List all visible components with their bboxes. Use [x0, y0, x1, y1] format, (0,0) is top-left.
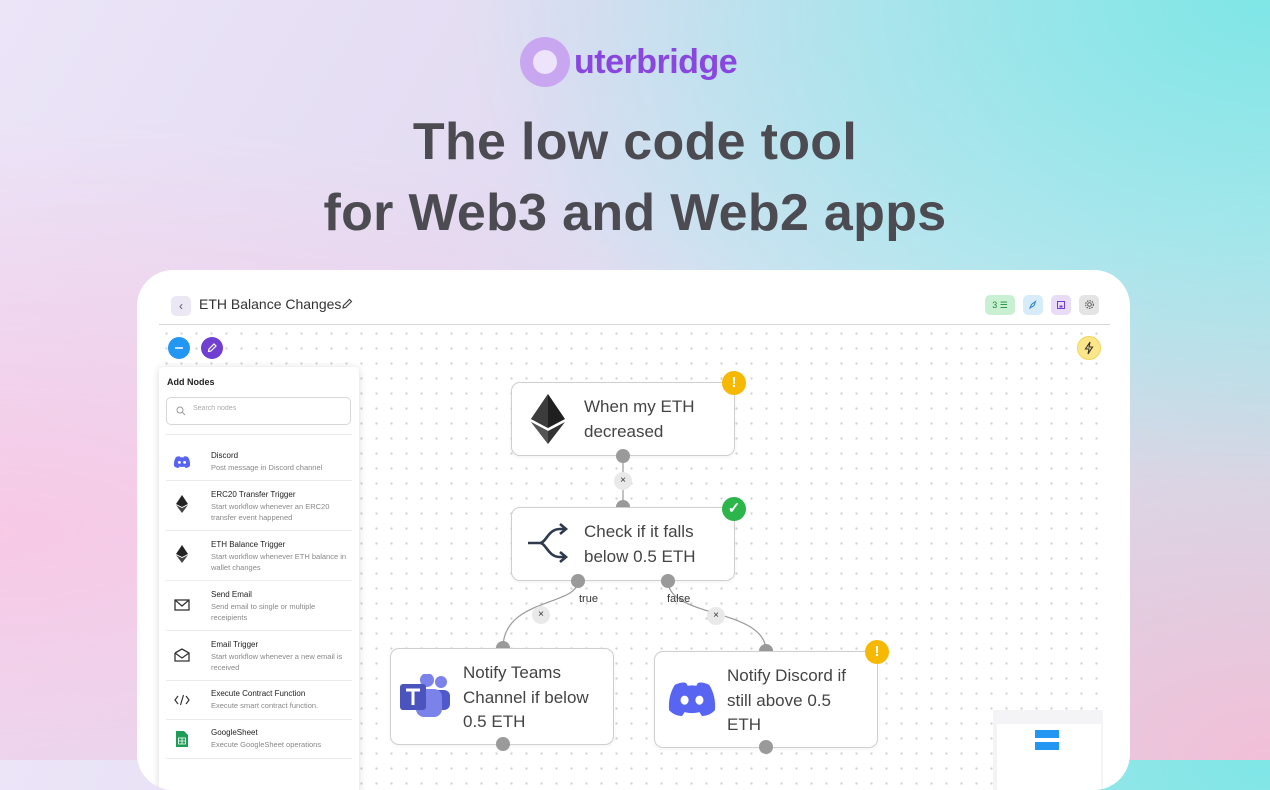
divider [166, 530, 352, 531]
discord-icon [173, 453, 191, 471]
mail-open-icon [173, 646, 191, 664]
node-item-name: Email Trigger [211, 640, 259, 649]
delete-edge-button[interactable]: × [614, 472, 632, 490]
node-item-desc: Start workflow whenever ETH balance in w… [211, 552, 347, 572]
add-nodes-title: Add Nodes [167, 377, 215, 387]
save-icon [1057, 301, 1065, 309]
node-label-line: 0.5 ETH [463, 712, 526, 731]
node-notify-teams[interactable]: Notify Teams Channel if below 0.5 ETH [390, 648, 614, 745]
minimap-viewport [997, 724, 1101, 790]
node-item-desc: Post message in Discord channel [211, 463, 323, 472]
code-icon [173, 691, 191, 709]
false-edge-label: false [667, 593, 691, 605]
node-label-line: When my ETH [584, 397, 695, 416]
node-item-discord[interactable]: Discord Post message in Discord channel [159, 445, 359, 485]
warning-status-badge: ! [722, 371, 746, 395]
node-item-desc: Start workflow whenever a new email is r… [211, 652, 343, 672]
minus-icon [175, 347, 183, 349]
node-item-eth-balance-trigger[interactable]: ETH Balance Trigger Start workflow whene… [159, 535, 359, 583]
node-label-line: decreased [584, 421, 664, 441]
save-button[interactable] [1051, 295, 1071, 315]
executions-button[interactable]: 3 ☰ [985, 295, 1015, 315]
ethereum-icon [173, 545, 191, 563]
node-label-line: Channel if below [463, 687, 589, 707]
rocket-icon [1028, 300, 1037, 310]
search-nodes-input[interactable] [191, 404, 345, 413]
googlesheet-icon [173, 730, 191, 748]
node-label-line: Check if it falls [584, 522, 694, 541]
warning-status-badge: ! [865, 640, 889, 664]
divider [166, 680, 352, 681]
settings-button[interactable] [1079, 295, 1099, 315]
edit-canvas-button[interactable] [201, 337, 223, 359]
pencil-icon [207, 343, 217, 353]
node-item-googlesheet[interactable]: GoogleSheet Execute GoogleSheet operatio… [159, 724, 359, 760]
discord-icon [668, 682, 716, 717]
minimap-node [1035, 742, 1059, 750]
node-item-desc: Send email to single or multiple receipi… [211, 602, 316, 622]
back-button[interactable]: ‹ [171, 296, 191, 316]
delete-edge-button[interactable]: × [532, 606, 550, 624]
node-item-desc: Execute smart contract function. [211, 701, 319, 710]
node-item-erc20-transfer-trigger[interactable]: ERC20 Transfer Trigger Start workflow wh… [159, 485, 359, 533]
collapse-nodes-button[interactable] [168, 337, 190, 359]
workflow-title: ETH Balance Changes [199, 296, 342, 312]
edit-title-icon[interactable] [340, 297, 354, 311]
output-handle[interactable] [759, 740, 773, 754]
minimap-node [1035, 730, 1059, 738]
divider [166, 580, 352, 581]
divider [166, 434, 352, 435]
node-label-line: still above 0.5 [727, 690, 831, 710]
divider [166, 758, 352, 759]
split-icon [528, 523, 569, 563]
false-output-handle[interactable] [661, 574, 675, 588]
lightning-icon [1084, 341, 1094, 355]
node-item-name: Discord [211, 451, 239, 460]
true-edge-label: true [579, 593, 598, 605]
logo-text: uterbridge [574, 42, 738, 81]
node-item-send-email[interactable]: Send Email Send email to single or multi… [159, 585, 359, 633]
node-item-name: ETH Balance Trigger [211, 540, 286, 549]
search-icon [176, 406, 186, 416]
headline-line-2: for Web3 and Web2 apps [323, 184, 947, 242]
divider [166, 480, 352, 481]
delete-edge-button[interactable]: × [707, 607, 725, 625]
node-item-name: GoogleSheet [211, 728, 258, 737]
node-item-name: ERC20 Transfer Trigger [211, 490, 296, 499]
divider [166, 630, 352, 631]
teams-icon [400, 674, 450, 717]
gear-icon [1084, 300, 1094, 309]
success-status-badge: ✓ [722, 497, 746, 521]
node-item-desc: Execute GoogleSheet operations [211, 740, 322, 749]
headline-line-1: The low code tool [412, 113, 858, 171]
app-window: ‹ ETH Balance Changes 3 ☰ [137, 270, 1130, 790]
node-item-email-trigger[interactable]: Email Trigger Start workflow whenever a … [159, 635, 359, 683]
deploy-button[interactable] [1023, 295, 1043, 315]
mail-icon [173, 596, 191, 614]
search-box [166, 397, 351, 425]
true-output-handle[interactable] [571, 574, 585, 588]
workflow-topbar: ‹ ETH Balance Changes 3 ☰ [159, 286, 1110, 325]
add-nodes-panel: Add Nodes Discord Post message in Discor… [159, 367, 359, 790]
output-handle[interactable] [616, 449, 630, 463]
node-eth-trigger[interactable]: When my ETH decreased [511, 382, 735, 456]
node-label-line: ETH [727, 715, 761, 734]
node-label-line: Notify Teams [463, 663, 561, 682]
test-run-button[interactable] [1078, 337, 1100, 359]
ethereum-icon [173, 495, 191, 513]
node-item-name: Execute Contract Function [211, 689, 306, 698]
node-notify-discord[interactable]: Notify Discord if still above 0.5 ETH [654, 651, 878, 748]
node-label-line: below 0.5 ETH [584, 546, 696, 566]
ethereum-icon [531, 394, 565, 444]
node-item-desc: Start workflow whenever an ERC20 transfe… [211, 502, 330, 522]
node-item-execute-contract-function[interactable]: Execute Contract Function Execute smart … [159, 685, 359, 721]
brand-logo: uterbridge [520, 36, 738, 88]
node-label-line: Notify Discord if [727, 666, 847, 685]
logo-ring-icon [520, 37, 570, 87]
minimap[interactable] [993, 710, 1103, 790]
node-condition[interactable]: Check if it falls below 0.5 ETH [511, 507, 735, 581]
node-item-name: Send Email [211, 590, 252, 599]
output-handle[interactable] [496, 737, 510, 751]
divider [166, 719, 352, 720]
